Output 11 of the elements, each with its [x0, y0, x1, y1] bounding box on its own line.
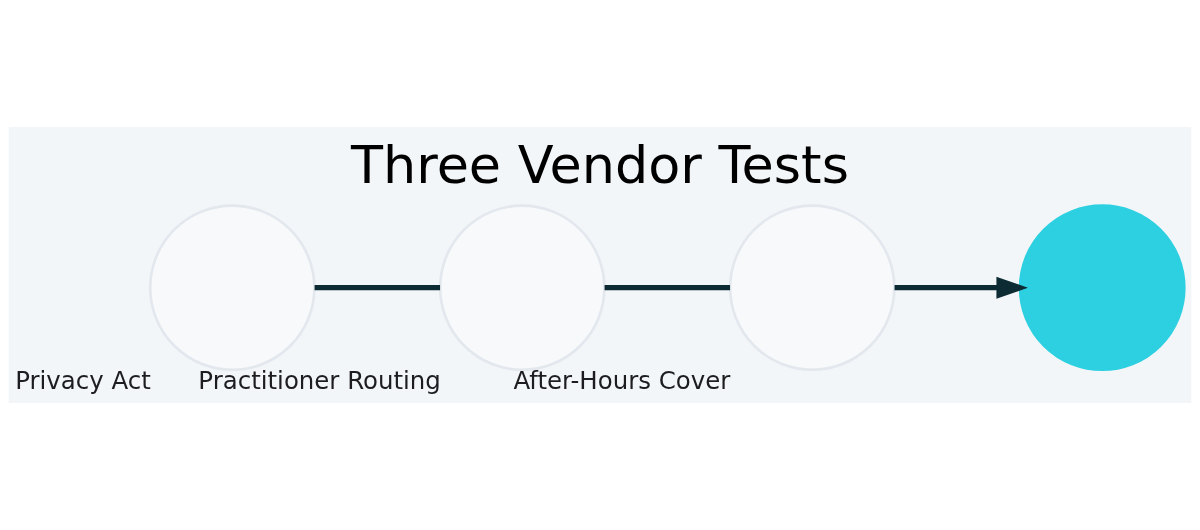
node-label: After-Hours Cover	[513, 366, 731, 396]
arrow	[894, 276, 1028, 299]
node-circle	[1018, 204, 1186, 372]
diagram-title: Three Vendor Tests	[351, 133, 849, 195]
node-circle	[728, 204, 896, 372]
connector	[314, 285, 441, 291]
node-circle	[438, 204, 606, 372]
node-circle	[148, 204, 316, 372]
node-label: Privacy Act	[15, 366, 151, 396]
node-label: Practitioner Routing	[198, 366, 441, 396]
connector	[604, 285, 731, 291]
